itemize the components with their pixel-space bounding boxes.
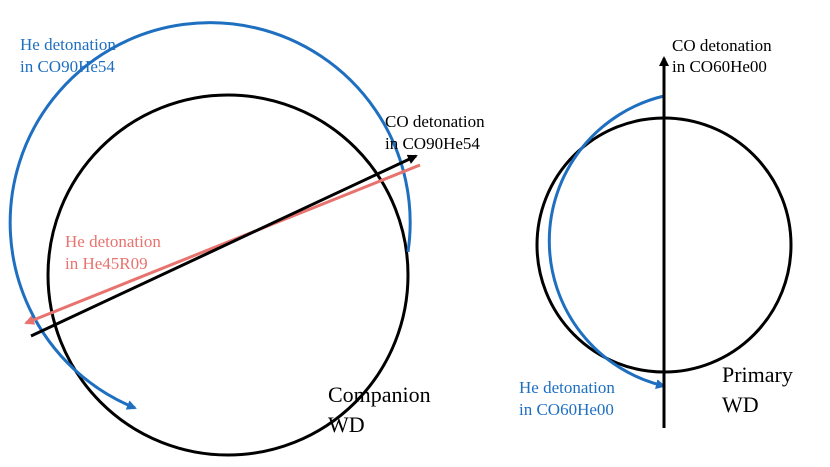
companion-wd-label-line2: WD [328, 412, 365, 437]
primary-he-label: He detonation in CO60He00 [519, 378, 619, 419]
primary-wd-label: Primary WD [722, 362, 798, 417]
primary-co-label-line2: in CO60He00 [672, 57, 767, 76]
primary-co-label: CO detonation in CO60He00 [672, 36, 776, 76]
primary-wd-label-line1: Primary [722, 362, 793, 387]
he45r09-detonation-arrow [24, 163, 421, 325]
companion-he-label-line1: He detonation [20, 35, 116, 54]
companion-he-detonation-arc [8, 21, 412, 410]
he45r09-label-line1: He detonation [65, 232, 161, 251]
companion-wd-circle [46, 93, 410, 457]
companion-he-label: He detonation in CO90He54 [20, 35, 120, 76]
he45r09-label: He detonation in He45R09 [65, 232, 165, 273]
primary-he-label-line2: in CO60He00 [519, 400, 614, 419]
companion-he-label-line2: in CO90He54 [20, 57, 115, 76]
primary-he-label-line1: He detonation [519, 378, 615, 397]
companion-wd-label-line1: Companion [328, 382, 431, 407]
primary-he-detonation-arc [547, 94, 666, 390]
companion-co-detonation-arrow [30, 154, 418, 338]
companion-co-label-line2: in CO90He54 [385, 134, 480, 153]
companion-co-label-line1: CO detonation [385, 112, 485, 131]
primary-wd-label-line2: WD [722, 392, 759, 417]
he45r09-label-line2: in He45R09 [65, 254, 148, 273]
companion-co-label: CO detonation in CO90He54 [385, 112, 489, 153]
primary-co-label-line1: CO detonation [672, 36, 772, 55]
companion-wd-label: Companion WD [328, 382, 436, 437]
